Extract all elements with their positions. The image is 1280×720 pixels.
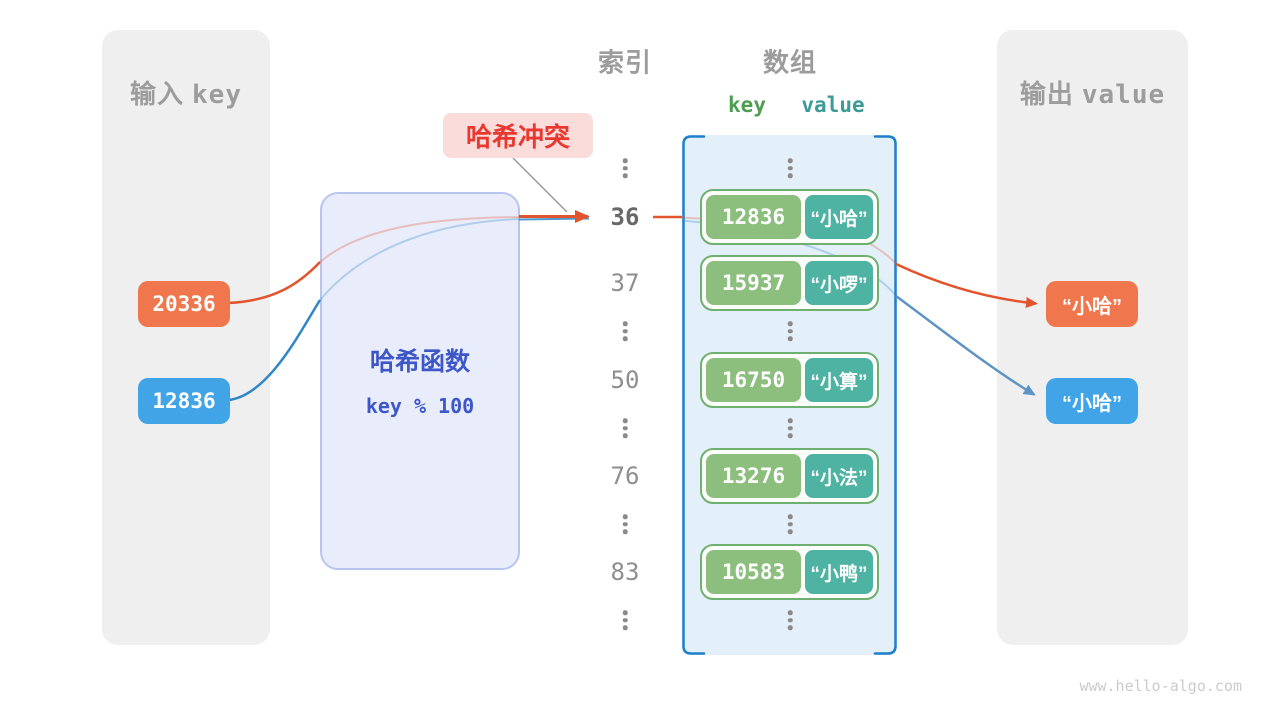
index-ellipsis [622,418,628,438]
pair-key: 16750 [706,358,801,402]
input-key-panel-title-en: key [192,80,242,110]
output-value-panel-title-zh: 输出 [1019,79,1074,109]
array-pair-13276: 13276 “小法” [700,448,879,504]
hash-to-index-blue-line [518,217,590,221]
index-value-36: 36 [610,203,640,231]
input-key-20336: 20336 [138,281,230,327]
array-value-header: value [801,93,865,117]
index-value-83: 83 [610,558,640,586]
pair-key: 15937 [706,261,801,305]
index-column-title: 索引 [597,47,653,78]
pair-value: “小哈” [805,195,873,239]
hash-function-title: 哈希函数 [369,348,470,376]
index-value-50: 50 [610,366,640,394]
array-pair-16750: 16750 “小算” [700,352,879,408]
array-pair-10583: 10583 “小鸭” [700,544,879,600]
pair-value: “小啰” [805,261,873,305]
pair-value: “小法” [805,454,873,498]
array-column-title: 数组 [762,47,818,78]
pair-key: 12836 [706,195,801,239]
array-key-header: key [728,93,766,117]
watermark: www.hello-algo.com [1079,677,1242,695]
pair-key: 13276 [706,454,801,498]
array-ellipsis [787,610,793,630]
array-ellipsis [787,321,793,341]
index-ellipsis [622,158,628,178]
output-value-orange: “小哈” [1046,281,1138,327]
hash-function-box: 哈希函数 key % 100 [320,192,520,570]
array-ellipsis [787,514,793,534]
array-ellipsis [787,418,793,438]
index-value-37: 37 [610,269,640,297]
collision-badge: 哈希冲突 [443,113,593,158]
index-value-76: 76 [610,462,640,490]
hash-function-formula: key % 100 [365,394,475,418]
pair-key: 10583 [706,550,801,594]
array-pair-15937: 15937 “小啰” [700,255,879,311]
collision-pointer-line [512,157,568,213]
output-value-panel-title-en: value [1081,80,1166,110]
array-pair-12836: 12836 “小哈” [700,189,879,245]
index-ellipsis [622,610,628,630]
pair-value: “小算” [805,358,873,402]
pair-value: “小鸭” [805,550,873,594]
input-key-12836: 12836 [138,378,230,424]
array-ellipsis [787,158,793,178]
index-ellipsis [622,514,628,534]
index-ellipsis [622,321,628,341]
input-key-panel-title-zh: 输入 [130,79,185,109]
output-value-blue: “小哈” [1046,378,1138,424]
